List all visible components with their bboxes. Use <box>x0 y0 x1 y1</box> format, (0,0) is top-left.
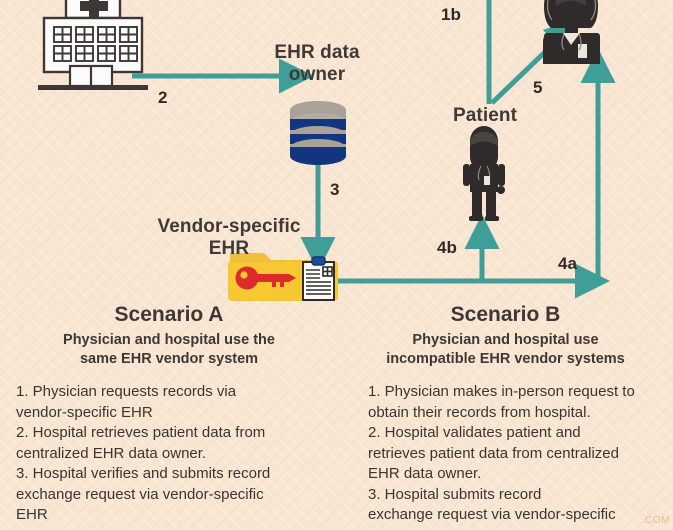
arrow-label-2: 2 <box>158 88 168 107</box>
scenario-b-subtitle: Physician and hospital use incompatible … <box>386 332 625 367</box>
scenario-a-subtitle: Physician and hospital use the same EHR … <box>63 332 275 367</box>
clipboard-icon <box>302 256 335 301</box>
arrow-label-4a: 4a <box>558 254 578 273</box>
ehr-data-owner-label: EHR data owner <box>274 42 360 85</box>
scenario-a-column: Scenario A Physician and hospital use th… <box>0 302 338 526</box>
arrow-label-1b: 1b <box>441 5 462 24</box>
scenario-b-title: Scenario B <box>450 303 561 326</box>
scenario-a-title: Scenario A <box>114 303 224 326</box>
arrow-label-5: 5 <box>533 78 543 97</box>
arrow-label-3: 3 <box>330 180 340 199</box>
watermark: .COM <box>641 515 670 526</box>
scenario-a-steps: 1. Physician requests records via vendor… <box>16 383 271 523</box>
vendor-specific-ehr-label: Vendor-specific EHR <box>157 216 301 259</box>
scenario-b-column: Scenario B Physician and hospital use in… <box>338 302 673 526</box>
arrow-4a <box>336 47 616 284</box>
arrow-label-4b: 4b <box>437 238 458 257</box>
key-icon <box>235 266 296 290</box>
scenario-b-steps: 1. Physician makes in-person request to … <box>368 383 635 523</box>
patient-label: Patient <box>452 105 518 126</box>
